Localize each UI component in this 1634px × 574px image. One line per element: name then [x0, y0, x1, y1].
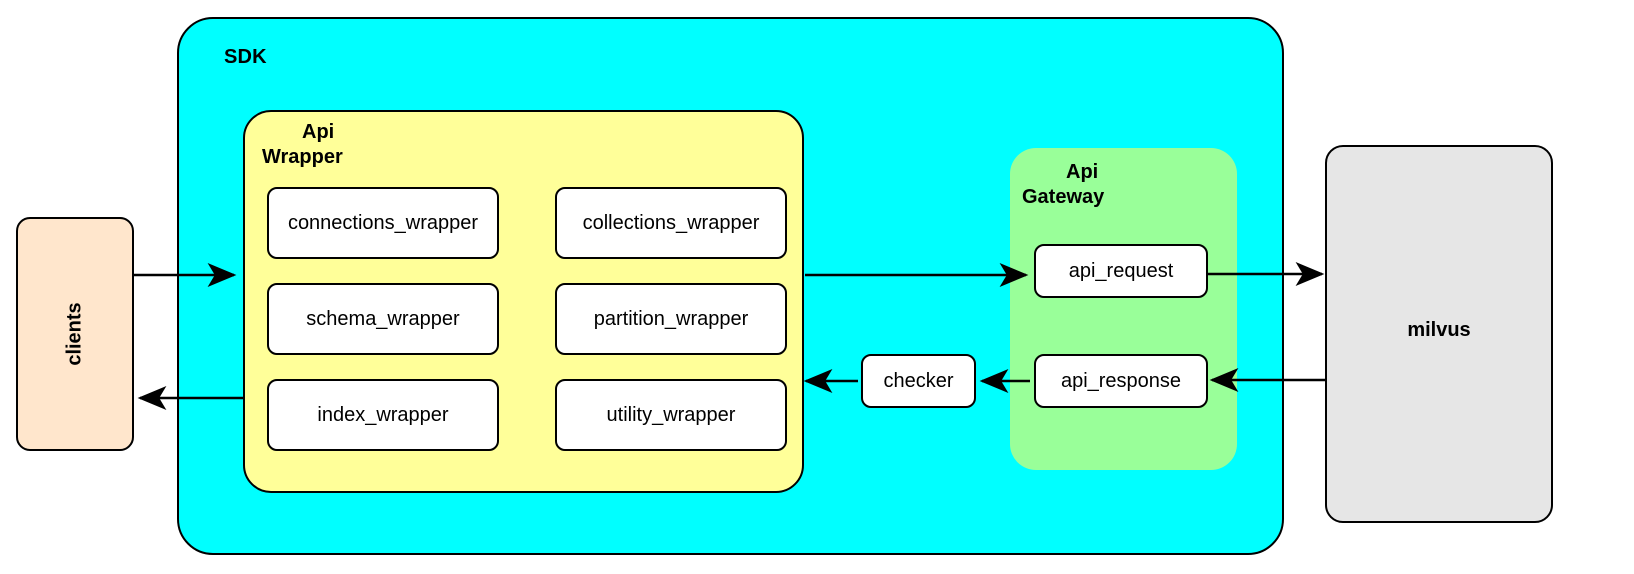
milvus-label: milvus [1407, 319, 1471, 341]
connections-wrapper-label: connections_wrapper [287, 211, 479, 234]
clients-label: clients [63, 302, 86, 366]
clients-node[interactable]: clients [16, 217, 134, 451]
partition-wrapper-box[interactable]: partition_wrapper [555, 283, 787, 355]
api-wrapper-label-line2: Wrapper [262, 146, 343, 168]
api-gateway-label-line2: Gateway [1022, 186, 1105, 208]
sdk-label: SDK [224, 46, 267, 68]
utility-wrapper-box[interactable]: utility_wrapper [555, 379, 787, 451]
index-wrapper-label: index_wrapper [317, 403, 449, 426]
index-wrapper-box[interactable]: index_wrapper [267, 379, 499, 451]
api-request-box[interactable]: api_request [1034, 244, 1208, 298]
collections-wrapper-box[interactable]: collections_wrapper [555, 187, 787, 259]
api-response-label: api_response [1060, 369, 1182, 392]
api-request-label: api_request [1068, 259, 1174, 282]
api-response-box[interactable]: api_response [1034, 354, 1208, 408]
api-gateway-label-line1: Api [1066, 161, 1099, 183]
collections-wrapper-label: collections_wrapper [582, 211, 760, 234]
schema-wrapper-box[interactable]: schema_wrapper [267, 283, 499, 355]
api-gateway-label: Api Gateway [1022, 160, 1212, 210]
milvus-node[interactable]: milvus [1325, 145, 1553, 523]
checker-node[interactable]: checker [861, 354, 976, 408]
connections-wrapper-box[interactable]: connections_wrapper [267, 187, 499, 259]
api-gateway-container[interactable]: Api Gateway api_request api_response [1010, 148, 1237, 470]
schema-wrapper-label: schema_wrapper [306, 307, 460, 330]
utility-wrapper-label: utility_wrapper [606, 403, 736, 426]
api-wrapper-label: Api Wrapper [262, 120, 422, 170]
api-wrapper-container[interactable]: Api Wrapper connections_wrapper collecti… [243, 110, 804, 493]
partition-wrapper-label: partition_wrapper [593, 307, 749, 330]
checker-label: checker [883, 369, 954, 392]
api-wrapper-label-line1: Api [302, 121, 335, 143]
